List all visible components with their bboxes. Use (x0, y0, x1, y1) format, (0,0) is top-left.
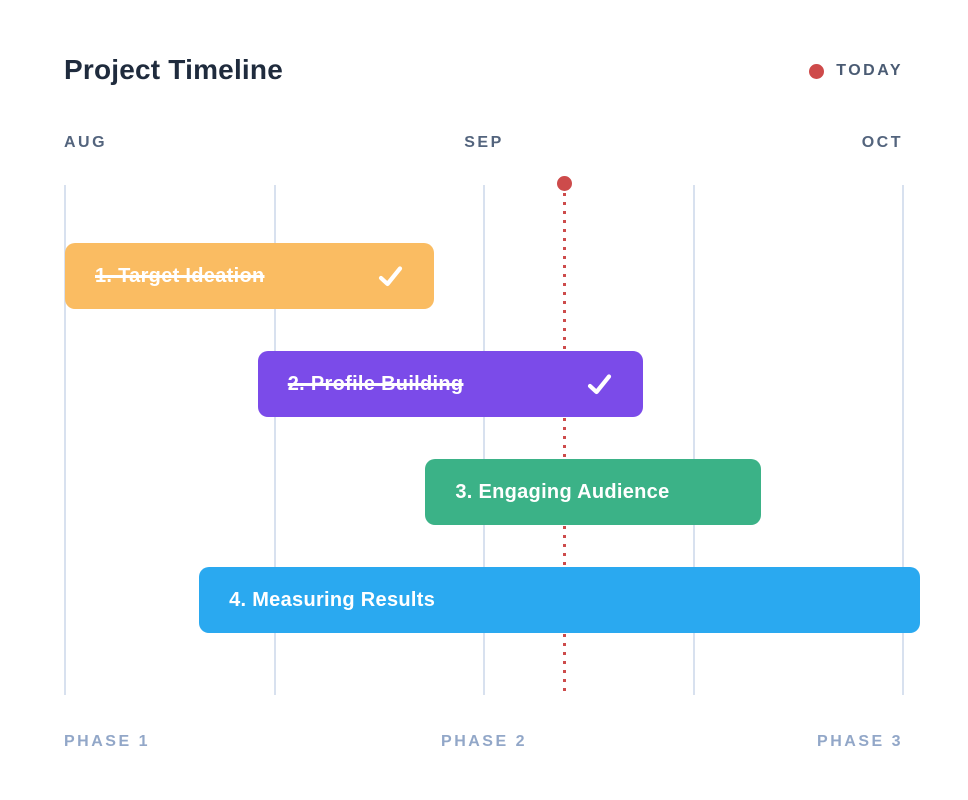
today-marker-line (563, 193, 567, 697)
task-label: 4. Measuring Results (229, 588, 436, 611)
gridline (64, 185, 66, 695)
page-title: Project Timeline (64, 54, 283, 85)
gridline (692, 185, 695, 695)
check-icon (378, 265, 402, 286)
task-bar[interactable]: 1. Target Ideation (65, 243, 434, 309)
gridline (273, 185, 276, 695)
today-marker-dot-icon (557, 176, 573, 191)
gridline (483, 185, 485, 695)
phase-label-3: PHASE 3 (817, 733, 903, 750)
today-legend-label: TODAY (836, 62, 903, 79)
month-label-oct: OCT (861, 134, 903, 151)
month-label-sep: SEP (464, 134, 504, 151)
phase-label-1: PHASE 1 (64, 733, 150, 750)
check-icon (588, 373, 612, 394)
phase-label-2: PHASE 2 (441, 733, 527, 750)
task-label: 2. Profile Building (287, 372, 464, 395)
task-bar[interactable]: 4. Measuring Results (199, 567, 920, 633)
task-bar[interactable]: 3. Engaging Audience (425, 459, 761, 525)
gridline (902, 185, 904, 695)
today-legend: TODAY (809, 62, 903, 80)
today-legend-dot-icon (809, 63, 825, 79)
task-bar[interactable]: 2. Profile Building (257, 351, 644, 417)
month-label-aug: AUG (64, 134, 108, 151)
task-label: 3. Engaging Audience (455, 480, 670, 503)
task-label: 1. Target Ideation (95, 264, 265, 287)
